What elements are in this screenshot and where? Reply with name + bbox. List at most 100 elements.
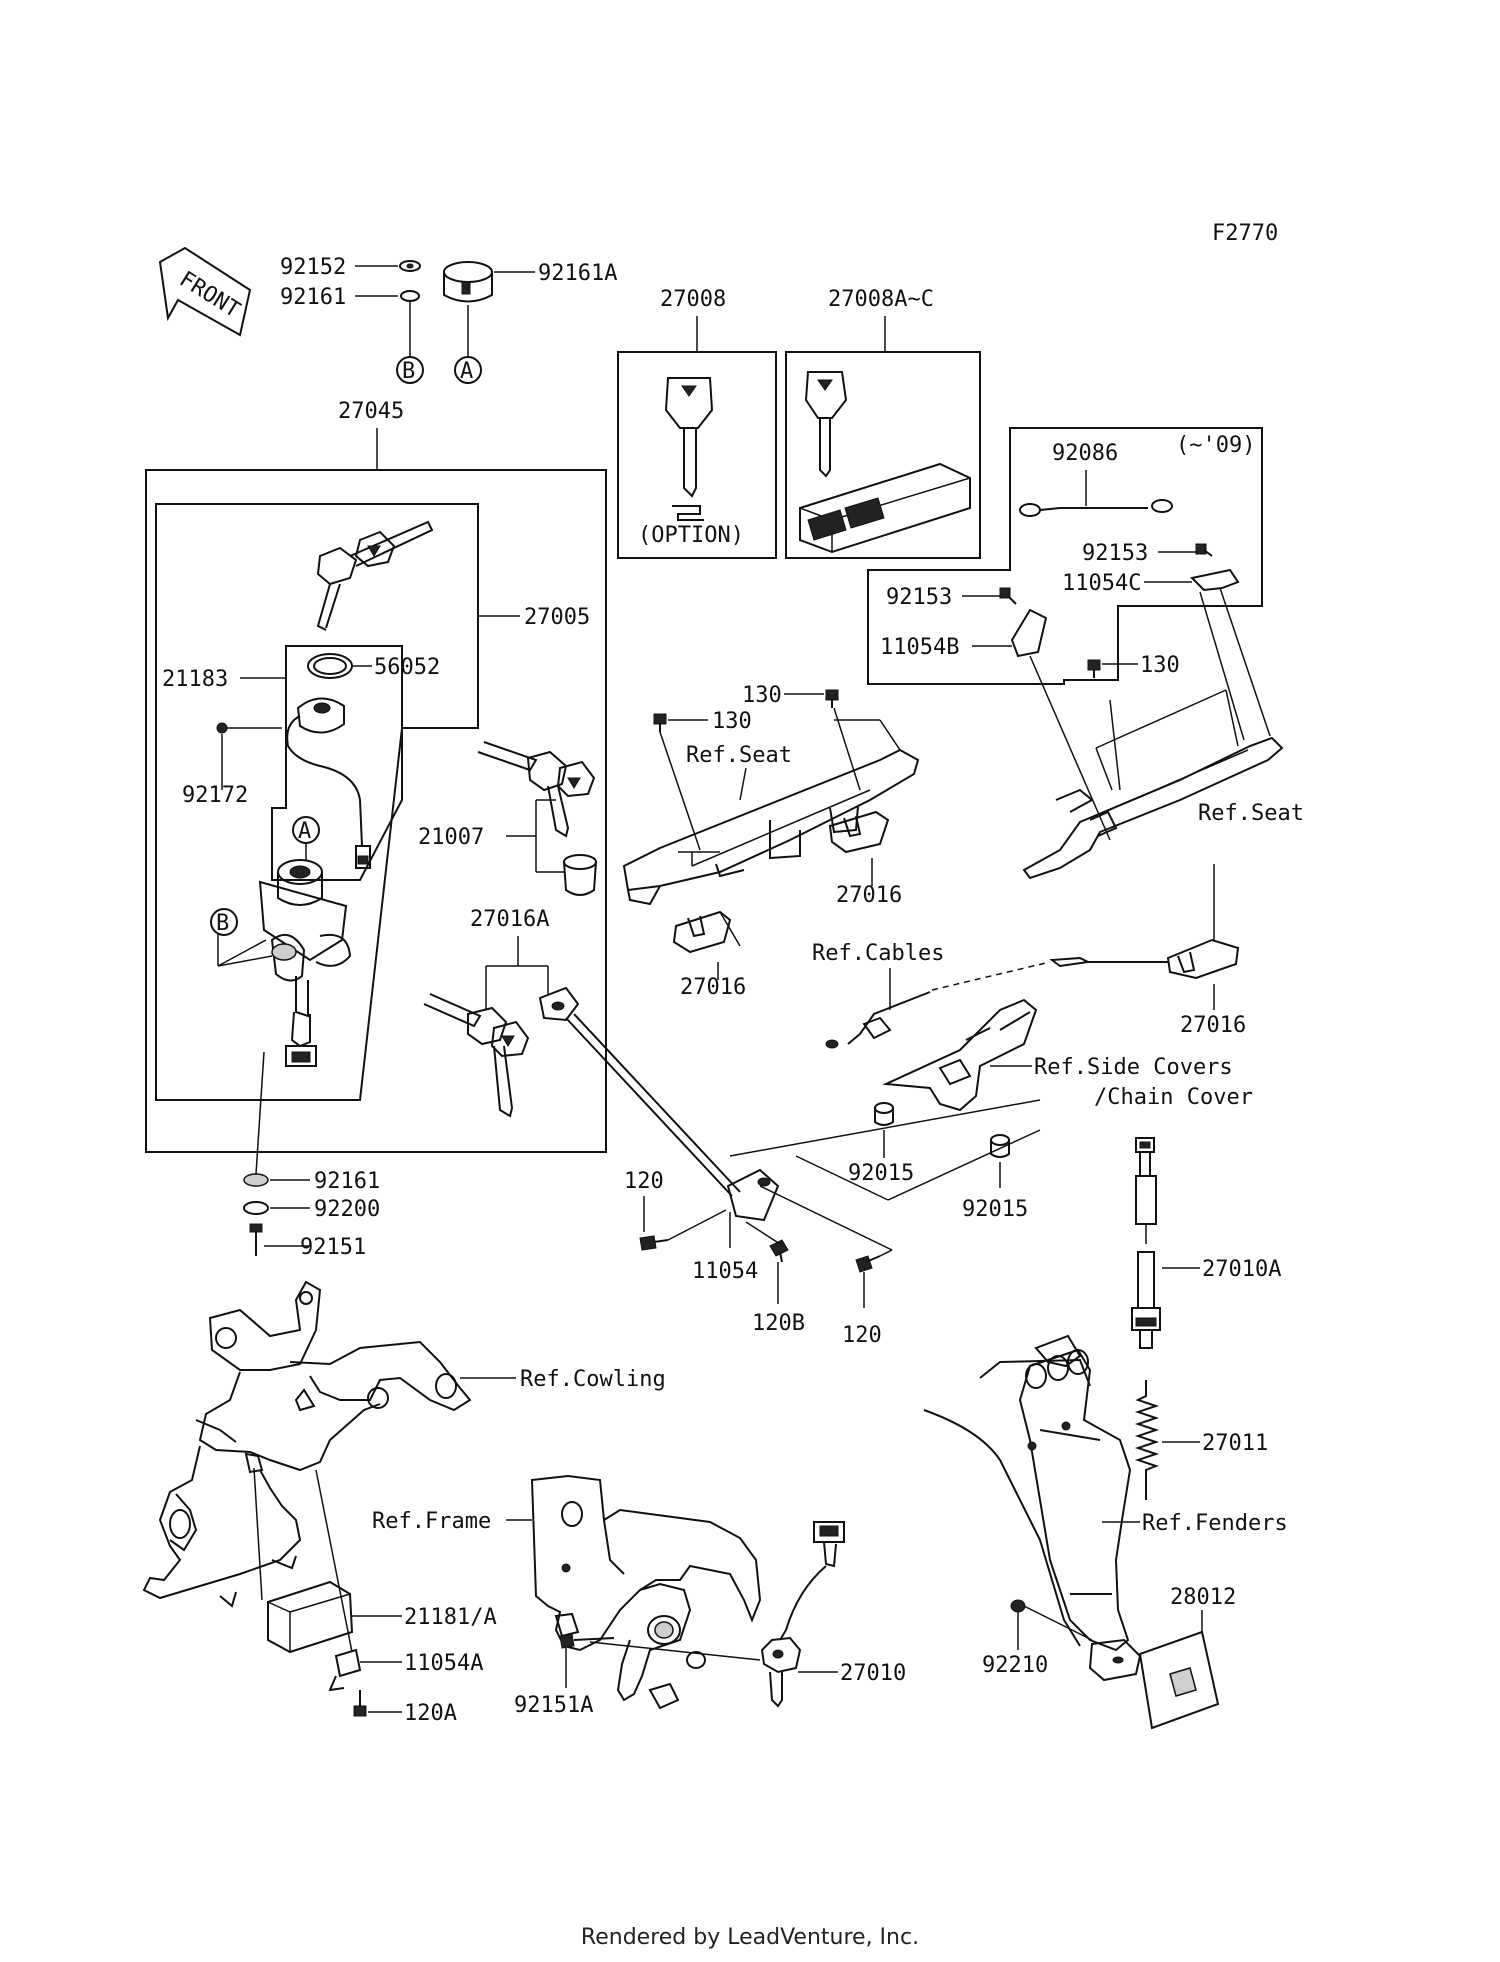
svg-text:A: A bbox=[298, 819, 311, 844]
collar-92161A bbox=[443, 261, 493, 303]
label-28012: 28012 bbox=[1170, 1585, 1236, 1610]
reflector-28012-icon bbox=[1138, 1630, 1220, 1730]
ref-side-covers: Ref.Side Covers bbox=[1034, 1055, 1233, 1080]
label-27045: 27045 bbox=[338, 399, 404, 424]
bolt-130-a bbox=[825, 689, 839, 708]
seat-bracket-right-icon bbox=[1022, 689, 1284, 880]
bracket-11054C bbox=[1189, 568, 1240, 592]
label-92210: 92210 bbox=[982, 1653, 1048, 1678]
ref-cables: Ref.Cables bbox=[812, 941, 944, 966]
washer-92161-mid bbox=[243, 1173, 269, 1187]
label-120-a: 120 bbox=[624, 1169, 664, 1194]
label-92152: 92152 bbox=[280, 255, 346, 280]
kit-box-09 bbox=[867, 427, 1263, 685]
year-note: (~'09) bbox=[1176, 433, 1255, 458]
callout-b-lock: B bbox=[210, 908, 238, 936]
bracket-11054B bbox=[1010, 608, 1048, 658]
ref-cowling: Ref.Cowling bbox=[520, 1367, 666, 1392]
ref-seat-2: Ref.Seat bbox=[1198, 801, 1304, 826]
front-arrow-label: FRONT bbox=[175, 267, 244, 323]
screw-92153-a bbox=[1195, 543, 1213, 557]
frame-bracket-icon bbox=[530, 1474, 762, 1710]
label-92153-a: 92153 bbox=[1082, 541, 1148, 566]
ref-chain-cover: /Chain Cover bbox=[1094, 1085, 1253, 1110]
label-56052: 56052 bbox=[374, 655, 440, 680]
label-27008: 27008 bbox=[660, 287, 726, 312]
clip-27016-a-icon bbox=[672, 910, 741, 954]
key-box-27008 bbox=[617, 351, 777, 559]
washer-92200 bbox=[243, 1201, 269, 1215]
label-21183: 21183 bbox=[162, 667, 228, 692]
label-21007: 21007 bbox=[418, 825, 484, 850]
rear-fender-icon bbox=[923, 1334, 1142, 1682]
ref-fenders: Ref.Fenders bbox=[1142, 1511, 1288, 1536]
bolt-120-b bbox=[855, 1255, 881, 1273]
label-27005: 27005 bbox=[524, 605, 590, 630]
key-set-icon-27016A bbox=[423, 993, 530, 1118]
transponder-box-icon bbox=[799, 462, 971, 554]
igniter-21181-icon bbox=[267, 1580, 354, 1654]
kit-box-27045 bbox=[145, 469, 607, 1153]
callout-b-top: B bbox=[396, 356, 424, 384]
nut-92210 bbox=[1010, 1599, 1026, 1613]
label-92161-top: 92161 bbox=[280, 285, 346, 310]
option-label: (OPTION) bbox=[638, 523, 744, 548]
screw-92172-icon bbox=[216, 722, 282, 734]
label-92161-mid: 92161 bbox=[314, 1169, 380, 1194]
bolt-92151A bbox=[559, 1633, 615, 1649]
washer-92161-top bbox=[400, 290, 420, 302]
label-27010: 27010 bbox=[840, 1661, 906, 1686]
ignition-lock-icon: A bbox=[258, 816, 352, 1067]
bolt-92151 bbox=[249, 1223, 263, 1256]
label-27016-c: 27016 bbox=[1180, 1013, 1246, 1038]
label-27008AC: 27008A~C bbox=[828, 287, 934, 312]
bracket-11054A bbox=[328, 1648, 362, 1692]
kit-box-21183 bbox=[271, 645, 403, 881]
switch-27010-icon bbox=[760, 1521, 845, 1708]
label-92200: 92200 bbox=[314, 1197, 380, 1222]
key-set-icon-27005 bbox=[316, 520, 434, 631]
key-blank-21007-icon bbox=[563, 854, 597, 896]
label-27016-b: 27016 bbox=[836, 883, 902, 908]
footer-credit: Rendered by LeadVenture, Inc. bbox=[580, 1925, 920, 1950]
clip-27016-b-icon bbox=[828, 810, 890, 854]
ref-seat-1: Ref.Seat bbox=[686, 743, 792, 768]
label-21181A: 21181/A bbox=[404, 1605, 497, 1630]
label-11054A: 11054A bbox=[404, 1651, 483, 1676]
key-icon-27008 bbox=[664, 377, 714, 498]
svg-text:B: B bbox=[402, 359, 415, 384]
label-92161A: 92161A bbox=[538, 261, 617, 286]
label-92151A: 92151A bbox=[514, 1693, 593, 1718]
key-box-27008AC bbox=[785, 351, 981, 559]
spring-27011-icon bbox=[1134, 1380, 1160, 1500]
switch-27010A-icon bbox=[1131, 1137, 1161, 1349]
label-92015-b: 92015 bbox=[962, 1197, 1028, 1222]
label-120A: 120A bbox=[404, 1701, 457, 1726]
seal-56052-icon bbox=[307, 653, 353, 679]
label-11054B: 11054B bbox=[880, 635, 959, 660]
label-92015-a: 92015 bbox=[848, 1161, 914, 1186]
label-130-b: 130 bbox=[712, 709, 752, 734]
lock-cable-icon bbox=[538, 986, 780, 1222]
key-icon-27008AC bbox=[804, 371, 848, 478]
front-arrow-icon: FRONT bbox=[158, 246, 252, 337]
collar-92015-b bbox=[990, 1134, 1010, 1158]
bolt-130-b bbox=[653, 713, 667, 732]
label-27010A: 27010A bbox=[1202, 1257, 1281, 1282]
label-92153-b: 92153 bbox=[886, 585, 952, 610]
svg-text:A: A bbox=[460, 359, 473, 384]
bolt-120-a bbox=[639, 1235, 669, 1251]
label-92151: 92151 bbox=[300, 1235, 366, 1260]
ref-frame: Ref.Frame bbox=[372, 1509, 491, 1534]
side-cover-bracket-icon bbox=[882, 998, 1038, 1112]
label-120-b: 120 bbox=[842, 1323, 882, 1348]
cable-92086-icon bbox=[1019, 499, 1173, 517]
label-92086: 92086 bbox=[1052, 441, 1118, 466]
label-27016-a: 27016 bbox=[680, 975, 746, 1000]
label-130-a: 130 bbox=[742, 683, 782, 708]
bolt-130-c bbox=[1087, 659, 1101, 678]
label-11054: 11054 bbox=[692, 1259, 758, 1284]
svg-text:B: B bbox=[216, 911, 229, 936]
figure-code: F2770 bbox=[1212, 221, 1278, 246]
